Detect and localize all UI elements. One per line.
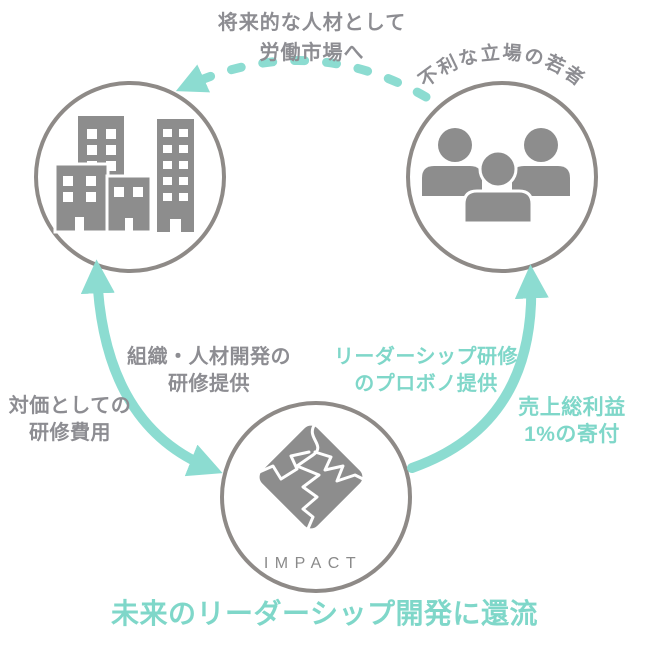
label-training-fee: 対価としての 研修費用	[0, 393, 145, 447]
label-donation-line2: 1%の寄付	[524, 423, 620, 446]
impact-logo-text: IMPACT	[264, 555, 362, 572]
label-probono-line1: リーダーシップ研修	[333, 346, 519, 368]
label-probono: リーダーシップ研修 のプロボノ提供	[316, 344, 536, 398]
label-training-fee-line1: 対価としての	[8, 395, 132, 417]
label-training-provide-line1: 組織・人材開発の	[127, 346, 291, 368]
arrow-impact-to-youth	[407, 264, 549, 473]
buildings-icon	[53, 116, 194, 234]
dashed-arrow-youth-to-company	[175, 56, 431, 102]
people-icon	[422, 128, 570, 225]
label-donation-line1: 売上総利益	[518, 396, 626, 419]
label-donation: 売上総利益 1%の寄付	[492, 394, 649, 448]
label-training-provide-line2: 研修提供	[168, 373, 250, 395]
top-label-line2: 労働市場へ	[259, 42, 365, 64]
top-label: 将来的な人材として 労働市場へ	[112, 8, 512, 68]
label-training-provide: 組織・人材開発の 研修提供	[109, 344, 309, 398]
puzzle-logo-icon	[255, 422, 365, 533]
label-probono-line2: のプロボノ提供	[354, 373, 498, 395]
bottom-title: 未来のリーダーシップ開発に還流	[111, 598, 538, 629]
top-label-line1: 将来的な人材として	[217, 12, 407, 34]
double-arrow-company-impact	[80, 259, 223, 477]
label-training-fee-line2: 研修費用	[29, 422, 111, 444]
